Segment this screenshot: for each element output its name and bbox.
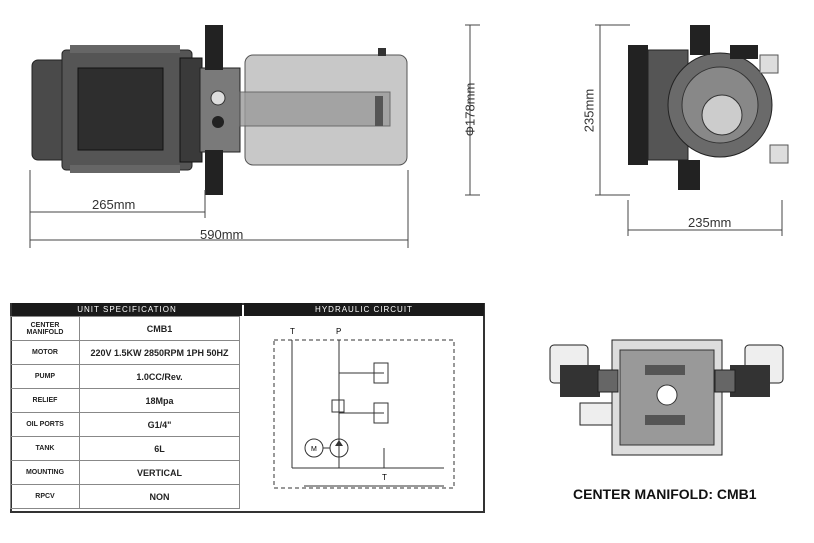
- spec-label: RELIEF: [10, 388, 80, 413]
- port-t-label: T: [290, 327, 295, 336]
- end-view-height-label: 235mm: [581, 88, 597, 133]
- spec-label: TANK: [10, 436, 80, 461]
- right-solenoid-valve: [714, 344, 784, 397]
- spec-value: VERTICAL: [79, 460, 240, 485]
- tank-t-label: T: [382, 473, 387, 482]
- spec-label: CENTER MANIFOLD: [10, 316, 80, 341]
- end-view-dimension-lines: [595, 24, 783, 236]
- motor-symbol-label: M: [311, 446, 317, 453]
- hydraulic-circuit-diagram: T P T M: [273, 327, 455, 489]
- spec-value: NON: [79, 484, 240, 509]
- spec-value: CMB1: [79, 316, 240, 341]
- manifold-caption: CENTER MANIFOLD: CMB1: [573, 486, 757, 502]
- dimension-lines: [29, 24, 480, 248]
- spec-label: RPCV: [10, 484, 80, 509]
- end-view-drawing: [595, 24, 789, 236]
- spec-value: 220V 1.5KW 2850RPM 1PH 50HZ: [79, 340, 240, 365]
- spec-value: 6L: [79, 436, 240, 461]
- diameter-dimension-label: Φ178mm: [462, 82, 478, 137]
- end-view-width-label: 235mm: [688, 215, 732, 230]
- left-solenoid-valve: [549, 344, 619, 426]
- oil-tank: [239, 48, 408, 166]
- spec-label: MOTOR: [10, 340, 80, 365]
- total-length-dimension-label: 590mm: [200, 227, 244, 242]
- manifold-block: [199, 25, 241, 195]
- motor-length-dimension-label: 265mm: [92, 197, 136, 212]
- circuit-header: HYDRAULIC CIRCUIT: [244, 303, 484, 316]
- spec-table-header: UNIT SPECIFICATION: [12, 303, 242, 316]
- side-view-drawing: [29, 24, 480, 248]
- port-p-label: P: [336, 327, 341, 336]
- end-view-body: [628, 25, 789, 190]
- spec-label: MOUNTING: [10, 460, 80, 485]
- spec-label: OIL PORTS: [10, 412, 80, 437]
- motor-body: [31, 45, 203, 173]
- spec-value: G1/4": [79, 412, 240, 437]
- spec-value: 1.0CC/Rev.: [79, 364, 240, 389]
- manifold-cross-section: [611, 339, 723, 456]
- center-manifold-drawing: [549, 339, 784, 456]
- spec-value: 18Mpa: [79, 388, 240, 413]
- spec-label: PUMP: [10, 364, 80, 389]
